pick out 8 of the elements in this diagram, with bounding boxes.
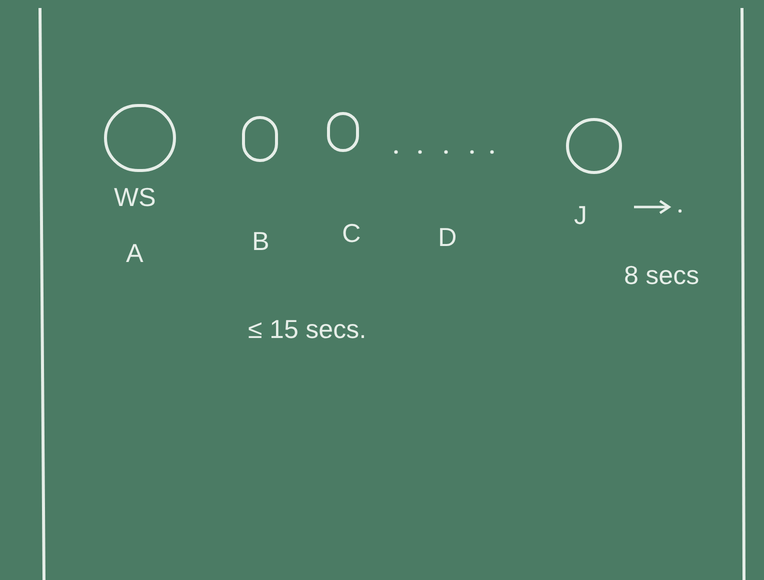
chalk-label: ≤ 15 secs. bbox=[248, 316, 366, 342]
node-caption: WS bbox=[114, 184, 156, 210]
node-caption: C bbox=[342, 220, 361, 246]
node-caption: A bbox=[126, 240, 144, 266]
node-caption: B bbox=[252, 228, 270, 254]
chalk-label: 8 secs bbox=[624, 262, 700, 288]
chalk-label: D bbox=[438, 224, 457, 250]
node-caption: J bbox=[574, 202, 587, 228]
